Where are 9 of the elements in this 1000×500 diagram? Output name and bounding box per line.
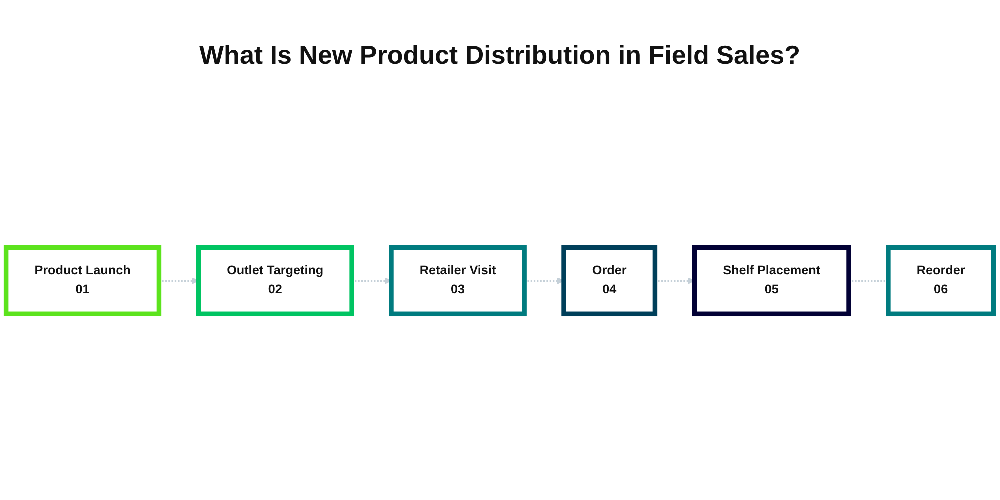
node-box: Reorder 06 — [886, 246, 996, 316]
node-box: Product Launch 01 — [4, 246, 162, 316]
node-box: Outlet Targeting 02 — [196, 246, 354, 316]
connector — [849, 280, 888, 282]
node-box: Shelf Placement 05 — [692, 246, 852, 316]
node-box: Order 04 — [562, 246, 658, 316]
node-box: Retailer Visit 03 — [389, 246, 527, 316]
arrow — [352, 278, 392, 284]
title: What Is New Product Distribution in Field Sales? — [200, 39, 800, 72]
